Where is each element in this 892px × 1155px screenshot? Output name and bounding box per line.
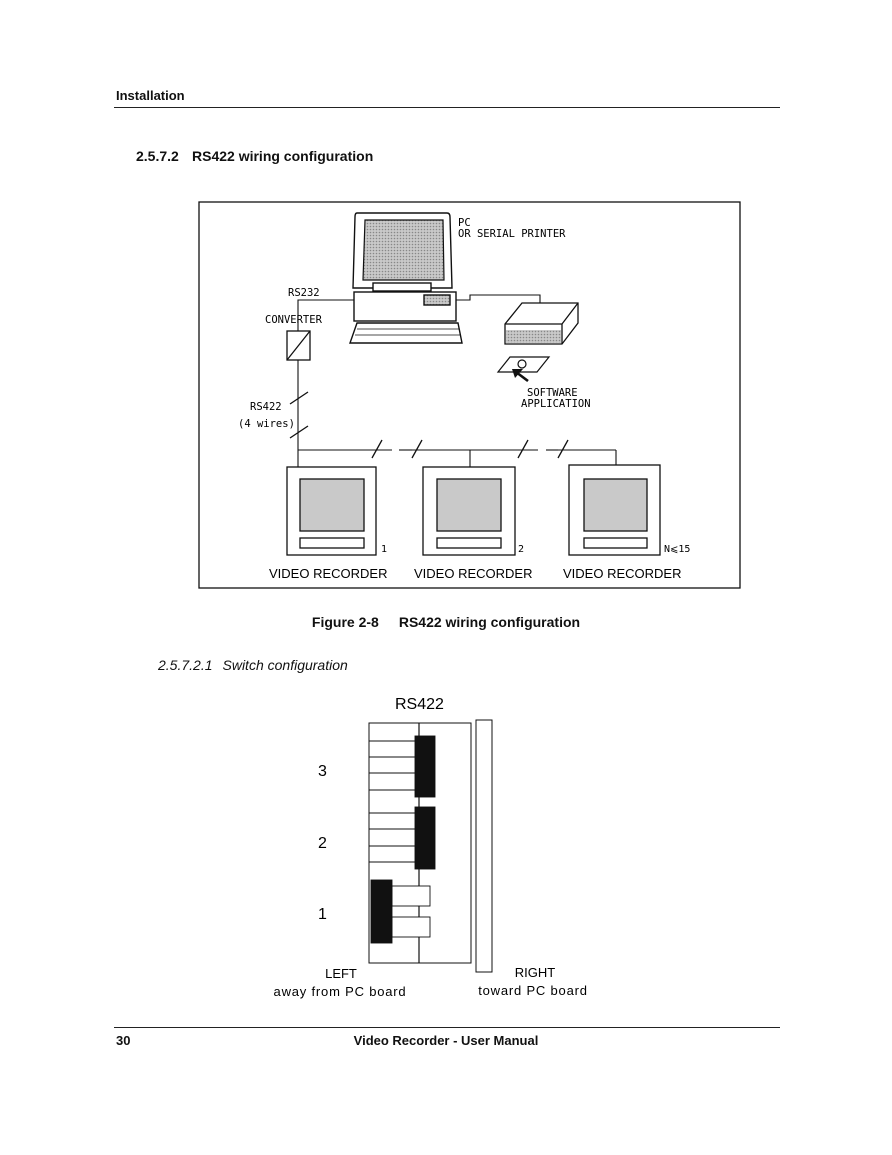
bus-gap-2: [538, 445, 550, 455]
figure-title: RS422 wiring configuration: [398, 614, 581, 630]
bus-gap-1: [392, 445, 404, 455]
recorder-2-name: VIDEO RECORDER: [414, 566, 532, 581]
subsection-heading: 2.5.7.2.1 Switch configuration: [158, 657, 348, 673]
left-label: LEFT: [325, 966, 357, 981]
arrow-icon: [512, 369, 529, 383]
application-label: APPLICATION: [521, 398, 591, 410]
recorder-2-index: 2: [518, 544, 524, 555]
group-label-1: 1: [318, 906, 327, 923]
figure-number: Figure 2-8: [311, 614, 379, 630]
video-recorder-2: [422, 466, 516, 556]
right-label: RIGHT: [515, 965, 556, 980]
converter-label: CONVERTER: [265, 314, 323, 326]
left-description: away from PC board: [274, 984, 407, 999]
floppy-disk-icon: [496, 356, 551, 373]
section-number: 2.5.7.2: [136, 148, 179, 164]
rs422-bus: [289, 360, 617, 467]
wiring-diagram: PC OR SERIAL PRINTER RS232 CONVERTER RS4…: [198, 201, 741, 589]
figure-caption: Figure 2-8 RS422 wiring configuration: [0, 614, 892, 630]
converter-icon: [286, 330, 311, 361]
running-header: Installation: [116, 88, 185, 103]
section-title: RS422 wiring configuration: [192, 148, 374, 164]
footer-rule: [114, 1027, 780, 1028]
section-heading: 2.5.7.2 RS422 wiring configuration: [136, 148, 373, 164]
switch-group-2: [369, 806, 436, 870]
group-label-3: 3: [318, 763, 327, 780]
switch-diagram: RS422 3 2 1 LEFT away from PC board: [274, 696, 588, 999]
rs232-cable: [297, 299, 354, 331]
video-recorder-1: [286, 466, 377, 556]
header-rule: [114, 107, 780, 108]
rs232-label: RS232: [288, 287, 320, 299]
manual-title: Video Recorder - User Manual: [353, 1033, 539, 1048]
subsection-title: Switch configuration: [222, 657, 348, 673]
recorder-1-index: 1: [381, 544, 387, 555]
group-label-2: 2: [318, 835, 327, 852]
pc-computer-icon: [349, 212, 463, 344]
video-recorder-n: [568, 464, 661, 556]
pc-label: PC: [458, 217, 471, 229]
page-number: 30: [116, 1033, 131, 1048]
pc-label-2: OR SERIAL PRINTER: [458, 228, 566, 240]
diagram-frame: [198, 201, 741, 589]
recorder-n-index: N⩽15: [664, 544, 690, 555]
recorder-1-name: VIDEO RECORDER: [269, 566, 387, 581]
switch-group-1: [370, 879, 431, 944]
pc-board-edge: [475, 719, 493, 973]
wires-label: (4 wires): [238, 418, 295, 430]
right-description: toward PC board: [478, 983, 588, 998]
recorder-n-name: VIDEO RECORDER: [563, 566, 681, 581]
pc-printer-cable: [456, 294, 541, 303]
switch-title: RS422: [395, 696, 444, 713]
subsection-number: 2.5.7.2.1: [158, 657, 213, 673]
software-label: SOFTWARE: [527, 387, 578, 399]
software-box-icon: [504, 302, 579, 345]
switch-group-3: [369, 735, 436, 798]
rs422-label: RS422: [250, 401, 282, 413]
